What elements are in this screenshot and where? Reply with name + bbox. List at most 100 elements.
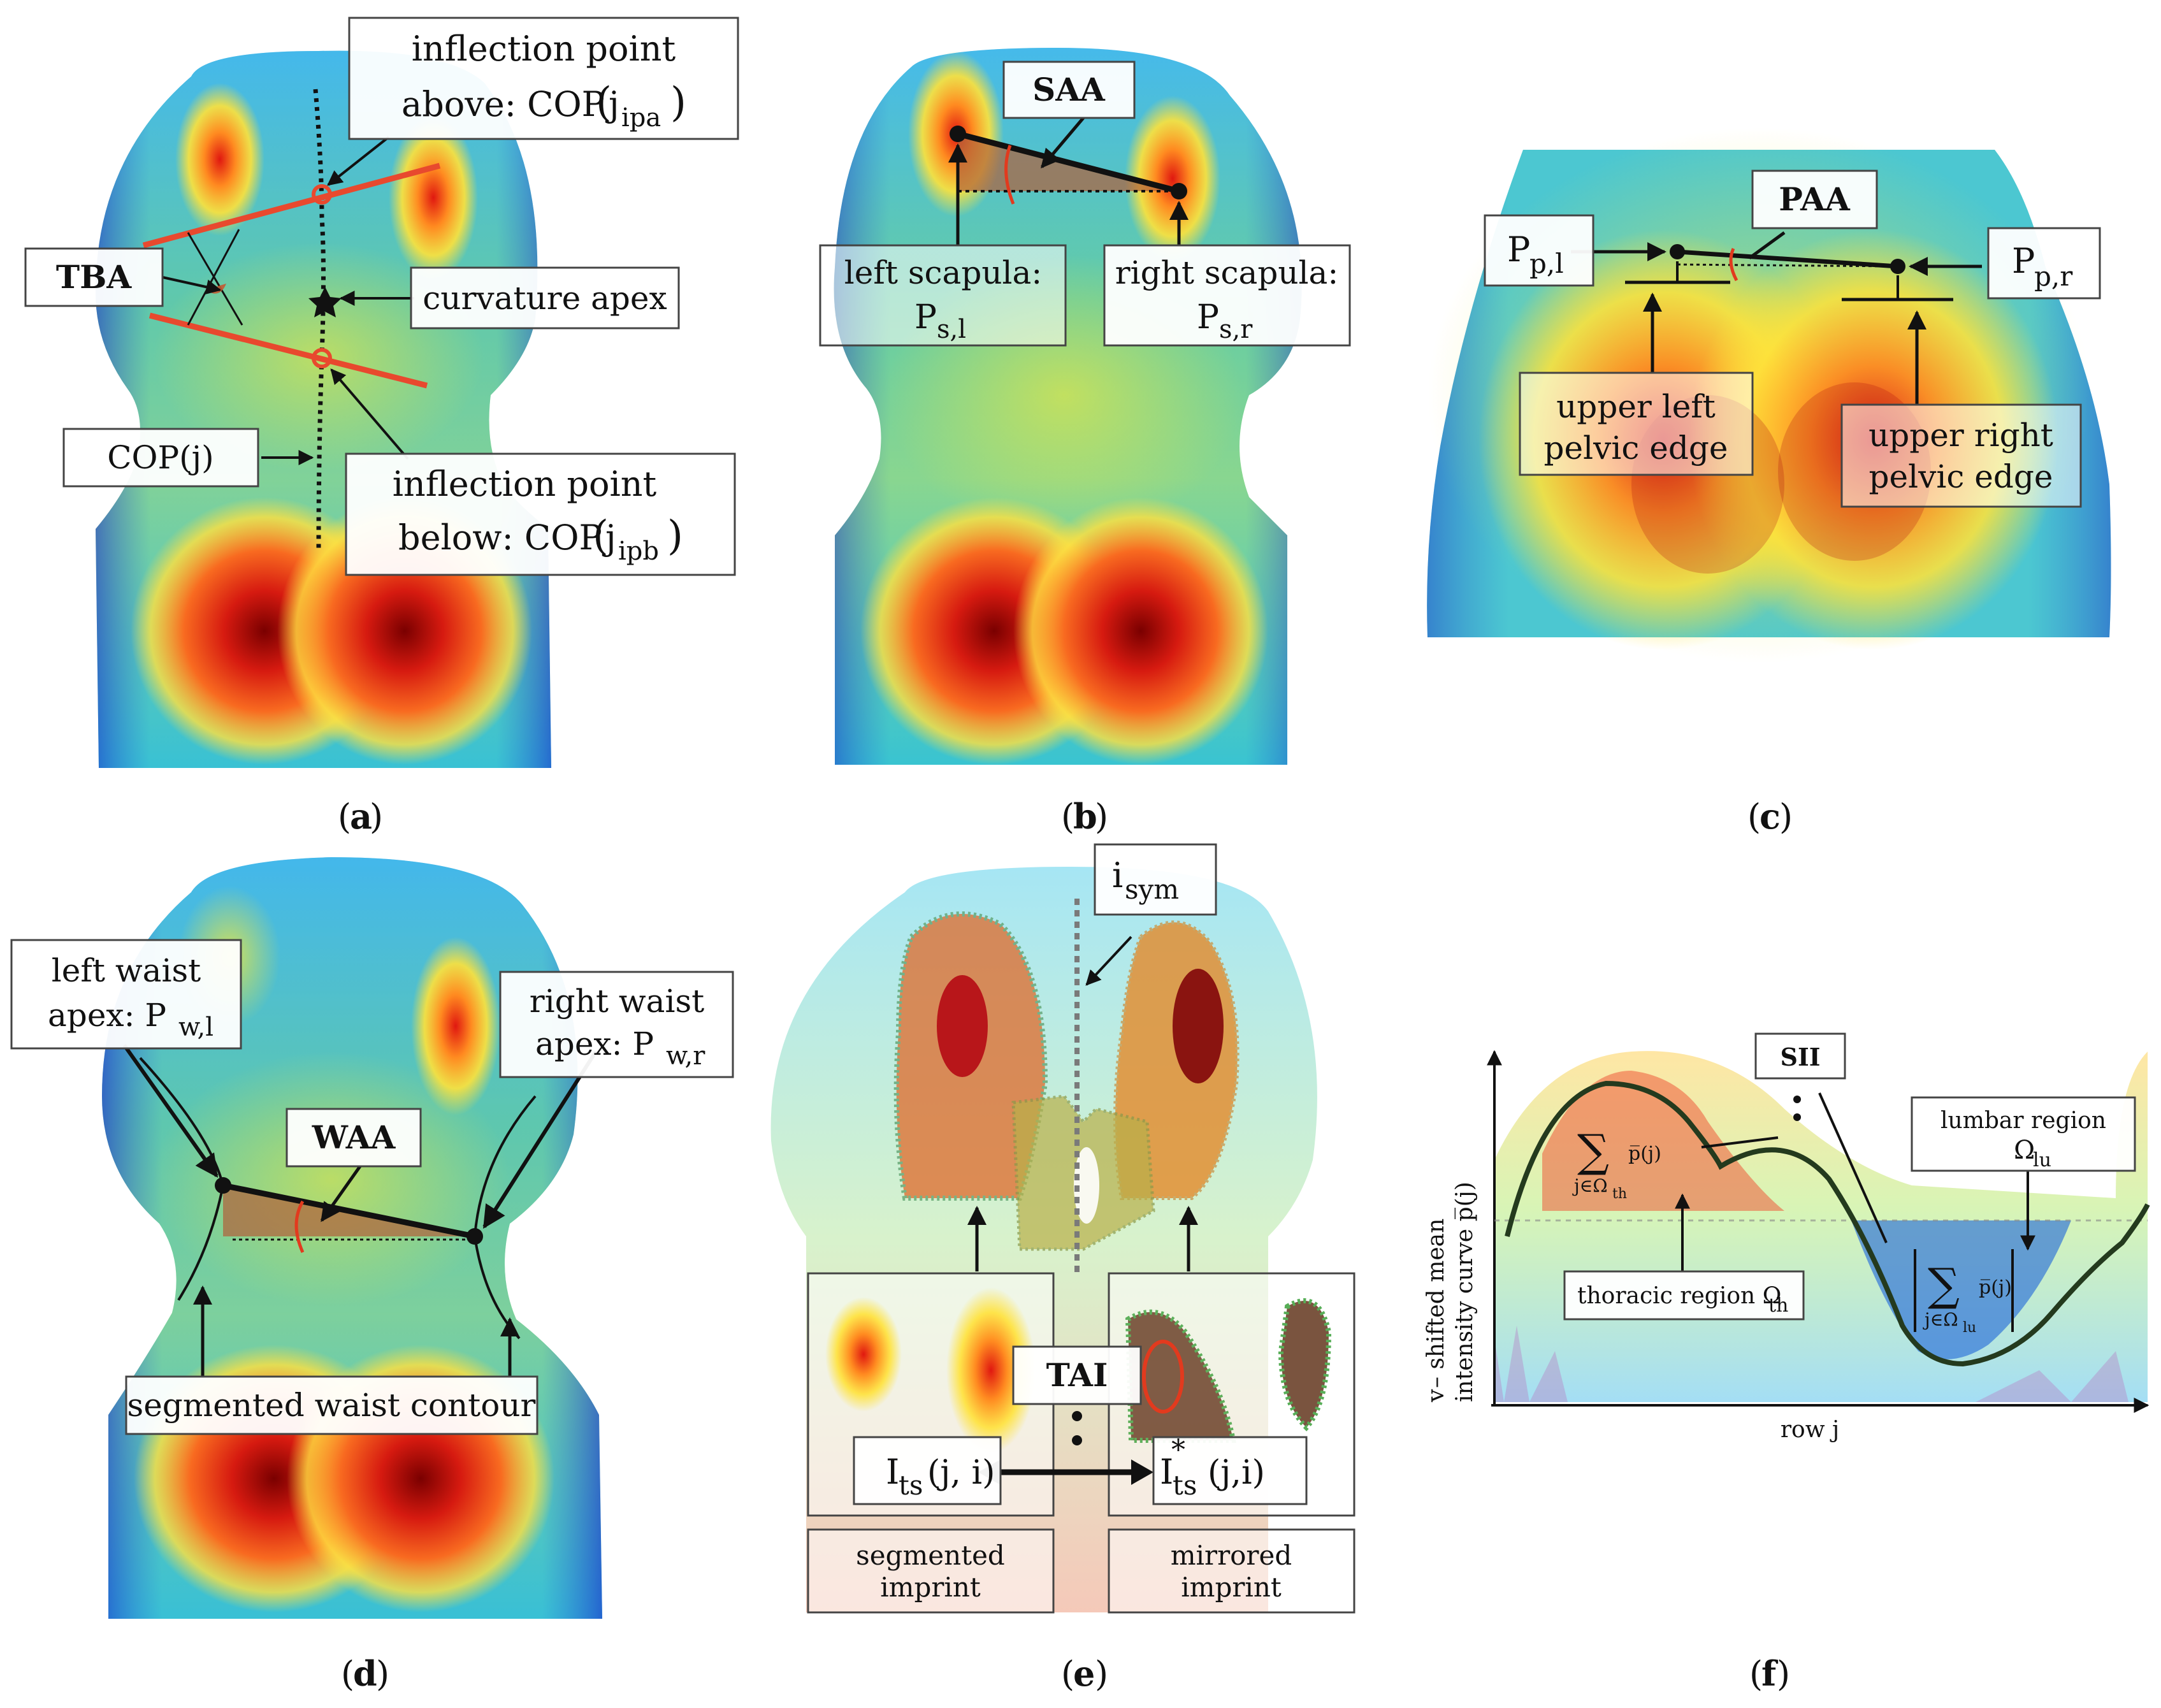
svg-text:imprint: imprint <box>1181 1572 1282 1603</box>
svg-text:upper left: upper left <box>1556 388 1716 425</box>
svg-text:ipb: ipb <box>618 537 659 566</box>
svg-text:f: f <box>1761 1653 1779 1694</box>
inflection-point-above <box>312 184 332 205</box>
upper-left-pelvic-edge-label: upper left pelvic edge <box>1519 372 1754 476</box>
svg-text:intensity curve p̅(j): intensity curve p̅(j) <box>1452 1182 1478 1402</box>
svg-text:p,r: p,r <box>2034 261 2073 292</box>
svg-text:WAA: WAA <box>312 1118 396 1156</box>
svg-text:a: a <box>350 796 372 837</box>
svg-text:TAI: TAI <box>1046 1356 1108 1394</box>
svg-text:c: c <box>1760 796 1781 837</box>
tai-label: TAI <box>1012 1345 1142 1405</box>
svg-text:inflection point: inflection point <box>412 29 676 69</box>
svg-text:p,l: p,l <box>1529 248 1564 279</box>
its-label: I ts (j, i) <box>853 1436 1002 1505</box>
svg-text:ts: ts <box>1173 1470 1197 1501</box>
svg-text:I: I <box>886 1452 899 1492</box>
svg-text:s,r: s,r <box>1219 315 1253 344</box>
svg-text:): ) <box>376 1654 389 1694</box>
svg-text:inflection point: inflection point <box>393 464 657 504</box>
svg-text:left scapula:: left scapula: <box>844 254 1042 291</box>
svg-text:(: ( <box>593 512 609 560</box>
curvature-apex-label: curvature apex <box>410 266 680 329</box>
svg-text:p̅(j): p̅(j) <box>1979 1277 2012 1299</box>
caption-f: ( f ) <box>1749 1653 1790 1694</box>
sii-label: SII <box>1754 1032 1846 1080</box>
svg-text:∑: ∑ <box>1928 1259 1960 1311</box>
left-scapula-point <box>950 126 966 142</box>
svg-text:thoracic region Ω: thoracic region Ω <box>1577 1283 1782 1309</box>
right-waist-apex <box>466 1228 483 1245</box>
svg-text:w,l: w,l <box>178 1013 213 1042</box>
svg-text:P: P <box>1507 229 1530 270</box>
svg-text:): ) <box>1095 797 1108 837</box>
svg-text:lumbar region: lumbar region <box>1941 1108 2106 1134</box>
svg-text:): ) <box>667 512 683 560</box>
its-mirrored-label: I * ts (j,i) <box>1152 1434 1308 1505</box>
left-waist-apex <box>215 1177 231 1194</box>
svg-text:lu: lu <box>2033 1149 2051 1171</box>
svg-text:PAA: PAA <box>1779 180 1851 218</box>
ipb-label: inflection point below: COP ( j ipb ) <box>345 452 736 576</box>
segmented-imprint-label: segmented imprint <box>807 1528 1055 1614</box>
curvature-apex-star <box>308 287 342 317</box>
svg-text:right waist: right waist <box>530 983 704 1020</box>
svg-text:e: e <box>1073 1653 1095 1694</box>
svg-text:i: i <box>1112 855 1123 895</box>
right-pelvic-point <box>1890 259 1905 274</box>
paa-label: PAA <box>1751 170 1878 229</box>
inflection-point-below <box>312 348 332 368</box>
intensity-curve <box>1505 1080 2150 1367</box>
svg-text:COP(j): COP(j) <box>107 439 213 476</box>
waa-label: WAA <box>285 1108 422 1168</box>
svg-text:P: P <box>1197 298 1219 337</box>
svg-text:s,l: s,l <box>937 315 966 344</box>
svg-text:): ) <box>670 79 686 126</box>
svg-text:j∈Ω: j∈Ω <box>1923 1309 1958 1330</box>
caption-e: ( e ) <box>1061 1653 1108 1694</box>
svg-text:right scapula:: right scapula: <box>1115 254 1338 291</box>
panel-c: PAA P p,l P p,r upper left pelvic edge u… <box>1427 127 2111 837</box>
svg-text:lu: lu <box>1963 1320 1976 1336</box>
waist-line <box>222 1182 475 1240</box>
panel-b: SAA left scapula: P s,l right scapula: P… <box>819 48 1351 837</box>
svg-text:SII: SII <box>1781 1043 1821 1071</box>
svg-text:ts: ts <box>899 1470 923 1501</box>
x-axis-label: row j <box>1781 1417 1839 1443</box>
svg-text:b: b <box>1073 796 1097 837</box>
svg-text:p̅(j): p̅(j) <box>1628 1143 1661 1165</box>
svg-text:ipa: ipa <box>621 103 661 133</box>
svg-text:pelvic edge: pelvic edge <box>1869 458 2053 495</box>
svg-text:(: ( <box>341 1654 354 1694</box>
tangent-below <box>148 312 428 389</box>
svg-text:SAA: SAA <box>1032 71 1106 108</box>
scapula-line <box>957 131 1180 194</box>
svg-text:segmented waist contour: segmented waist contour <box>127 1387 536 1424</box>
y-axis-label: v – shifted mean intensity curve p̅(j) <box>1423 1182 1478 1403</box>
panel-f: SII lumbar region Ω lu ∑ j∈Ω th p̅(j) ∑ … <box>1423 1032 2150 1694</box>
svg-text:j: j <box>605 84 619 124</box>
panel-d: left waist apex: P w,l right waist apex:… <box>10 857 734 1694</box>
svg-text:imprint: imprint <box>880 1572 981 1603</box>
mirrored-imprint-label: mirrored imprint <box>1108 1528 1355 1614</box>
panel-a: inflection point above: COP ( j ipa ) TB… <box>24 17 739 837</box>
svg-text:v: v <box>1423 1389 1449 1403</box>
svg-text:left waist: left waist <box>52 952 201 989</box>
svg-text:segmented: segmented <box>856 1540 1005 1571</box>
isym-label: i sym <box>1094 843 1217 916</box>
svg-text:upper right: upper right <box>1868 417 2053 454</box>
svg-text:P: P <box>2012 241 2035 281</box>
svg-text:above: COP: above: COP <box>401 84 605 124</box>
tangent-above <box>142 163 441 249</box>
svg-text:(: ( <box>1747 797 1761 837</box>
left-scapula-label: left scapula: P s,l <box>819 244 1067 347</box>
svg-text:(: ( <box>1061 1654 1074 1694</box>
caption-d: ( d ) <box>341 1653 389 1694</box>
svg-text:apex: P: apex: P <box>48 997 166 1034</box>
lumbar-area <box>1851 1220 2071 1359</box>
svg-text:– shifted mean: – shifted mean <box>1423 1219 1449 1388</box>
cop-label: COP(j) <box>62 428 259 488</box>
svg-text:*: * <box>1171 1434 1185 1466</box>
svg-text:(j, i): (j, i) <box>927 1454 995 1492</box>
svg-text:below: COP: below: COP <box>398 517 602 558</box>
